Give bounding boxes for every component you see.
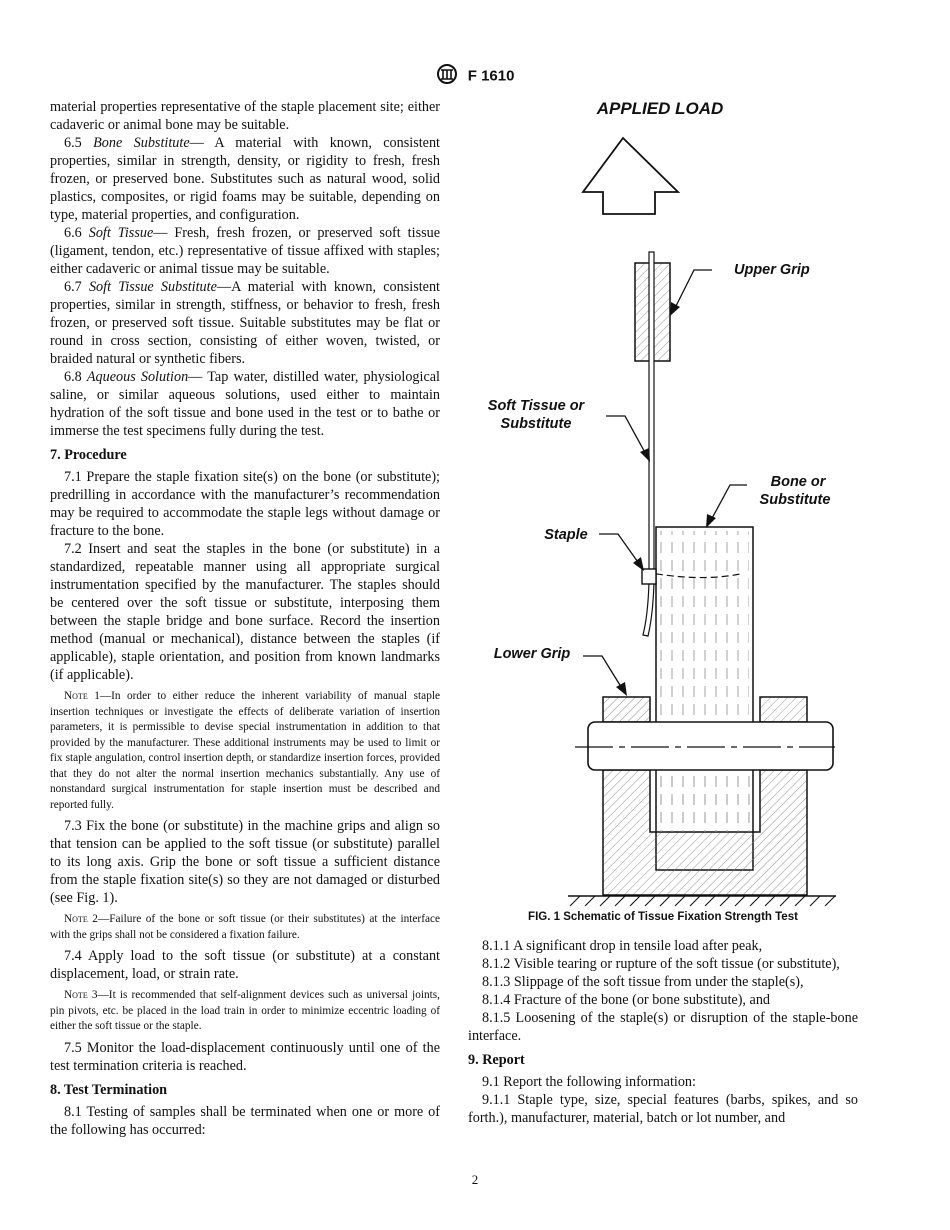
astm-logo-icon	[436, 64, 458, 88]
paragraph-7-2: 7.2 Insert and seat the staples in the b…	[50, 541, 440, 683]
paragraph-6-6: 6.6 Soft Tissue— Fresh, fresh frozen, or…	[50, 225, 441, 277]
term: Bone Substitute	[93, 135, 190, 151]
staple-arrowhead-icon	[633, 557, 644, 571]
staple-label: Staple	[544, 527, 588, 543]
section-heading-7: 7. Procedure	[50, 447, 127, 463]
note-1: Note 1—In order to either reduce the inh…	[50, 690, 440, 811]
paragraph-7-5: 7.5 Monitor the load-displacement contin…	[50, 1039, 440, 1074]
ground-hatch	[569, 895, 836, 907]
soft-tissue-leader	[606, 415, 649, 459]
paragraph-continued: material properties representative of th…	[50, 99, 440, 133]
figure-caption: FIG. 1 Schematic of Tissue Fixation Stre…	[528, 911, 798, 923]
upper-grip-label: Upper Grip	[734, 262, 810, 278]
paragraph-7-4: 7.4 Apply load to the soft tissue (or su…	[50, 948, 440, 982]
bone-arrowhead-icon	[706, 514, 716, 528]
designation: F 1610	[467, 67, 515, 85]
paragraph-8-1-4: 8.1.4 Fracture of the bone (or bone subs…	[482, 992, 771, 1008]
test-schematic: APPLIED LOAD Upper Grip Soft	[488, 99, 836, 907]
soft-tissue-strip	[648, 251, 655, 583]
paragraph-7-3: 7.3 Fix the bone (or substitute) in the …	[50, 818, 440, 906]
paragraph-8-1-3: 8.1.3 Slippage of the soft tissue from u…	[482, 974, 804, 990]
paragraph-8-1-2: 8.1.2 Visible tearing or rupture of the …	[482, 956, 840, 972]
bone-lower-section	[656, 770, 753, 832]
upper-grip-leader	[672, 269, 712, 313]
soft-tissue-label-line2: Substitute	[501, 416, 572, 432]
up-arrow-icon	[581, 136, 681, 215]
lower-grip-arrowhead-icon	[616, 682, 627, 696]
paragraph-6-5: 6.5 Bone Substitute— A material with kno…	[50, 135, 440, 223]
lower-grip-right	[759, 696, 808, 723]
page-header: F 1610	[0, 64, 950, 88]
paragraph-8-1-5: 8.1.5 Loosening of the staple(s) or disr…	[468, 1010, 858, 1044]
lower-grip-leader	[583, 655, 624, 691]
paragraph-8-1-1: 8.1.1 A significant drop in tensile load…	[482, 938, 763, 954]
page-number: 2	[471, 1172, 479, 1187]
term: Soft Tissue Substitute	[88, 279, 217, 295]
lower-grip-label: Lower Grip	[494, 646, 571, 662]
note-3: Note 3—It is recommended that self-align…	[50, 989, 440, 1032]
paragraph-6-8: 6.8 Aqueous Solution— Tap water, distill…	[50, 369, 440, 439]
paragraph-9-1-1: 9.1.1 Staple type, size, special feature…	[468, 1092, 858, 1126]
paragraph-8-1: 8.1 Testing of samples shall be terminat…	[50, 1103, 440, 1138]
lower-grip-pin	[587, 721, 834, 771]
note-2: Note 2—Failure of the bone or soft tissu…	[50, 913, 440, 941]
applied-load-label: APPLIED LOAD	[596, 99, 724, 118]
figure-1: APPLIED LOAD Upper Grip Soft	[470, 90, 870, 915]
paragraph-9-1: 9.1 Report the following information:	[482, 1074, 696, 1090]
section-heading-9: 9. Report	[468, 1052, 525, 1068]
soft-tissue-tail	[642, 581, 655, 637]
left-column: material properties representative of th…	[50, 98, 440, 1139]
section-heading-8: 8. Test Termination	[50, 1081, 168, 1098]
lower-grip-left	[602, 696, 651, 723]
staple-leader	[599, 533, 641, 566]
right-column: 8.1.1 A significant drop in tensile load…	[468, 937, 858, 1127]
paragraph-6-7: 6.7 Soft Tissue Substitute—A material wi…	[50, 279, 440, 367]
bone-label-line2: Substitute	[760, 492, 831, 508]
bone-label-line1: Bone or	[771, 474, 827, 490]
soft-tissue-label-line1: Soft Tissue or	[488, 398, 586, 414]
bone-leader	[709, 484, 747, 523]
term: Soft Tissue	[88, 225, 154, 241]
staple	[641, 568, 657, 585]
paragraph-7-1: 7.1 Prepare the staple fixation site(s) …	[50, 469, 440, 539]
upper-grip-arrowhead-icon	[670, 302, 680, 316]
term: Aqueous Solution	[86, 369, 189, 385]
soft-tissue-arrowhead-icon	[640, 448, 650, 462]
